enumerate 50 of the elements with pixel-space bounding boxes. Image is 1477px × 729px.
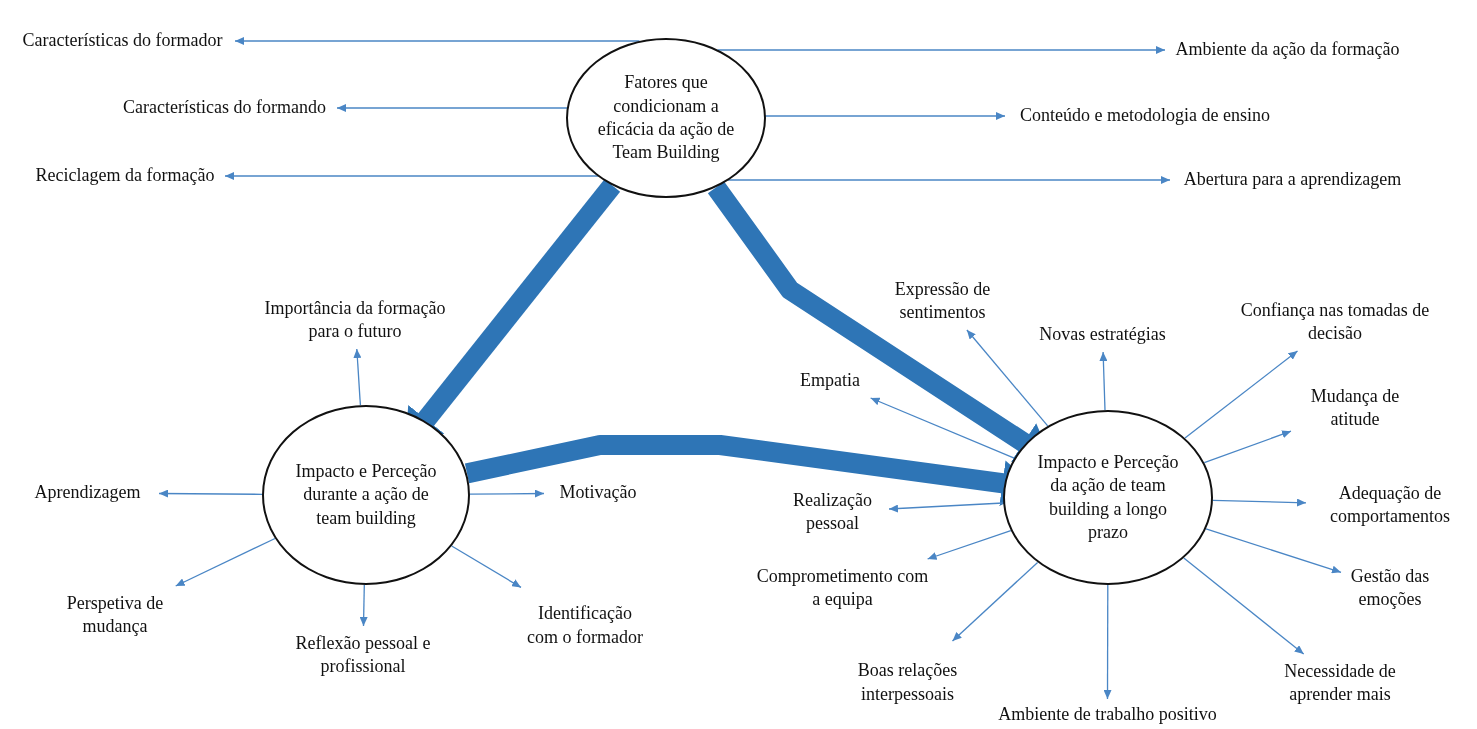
arrow <box>1212 498 1307 507</box>
arrow <box>763 112 1006 120</box>
factor-label: Empatia <box>790 368 870 394</box>
factor-label: Importância da formação para o futuro <box>255 295 455 345</box>
factor-label: Reflexão pessoal e profissional <box>288 630 438 680</box>
arrow <box>1103 584 1112 700</box>
arrow <box>951 561 1039 642</box>
arrow <box>1205 528 1342 574</box>
arrow <box>224 172 600 180</box>
factor-label: Conteúdo e metodologia de ensino <box>1005 103 1285 129</box>
factor-label: Comprometimento com a equipa <box>755 563 930 613</box>
node-text: Impacto e Perceção durante a ação de team building <box>294 459 438 530</box>
arrow <box>1099 351 1108 411</box>
arrow <box>926 529 1012 560</box>
factor-label: Realização pessoal <box>780 487 885 537</box>
factor-label: Ambiente da ação da formação <box>1165 37 1410 63</box>
arrow <box>716 46 1166 54</box>
arrow <box>888 502 1004 513</box>
factor-label: Expressão de sentimentos <box>880 276 1005 326</box>
factor-label: Novas estratégias <box>1025 322 1180 348</box>
arrow <box>158 489 263 498</box>
arrow <box>175 537 276 587</box>
factor-label: Perspetiva de mudança <box>50 590 180 640</box>
factor-label: Mudança de atitude <box>1295 383 1415 433</box>
factor-label: Gestão das emoções <box>1345 563 1435 613</box>
arrow <box>869 397 1015 459</box>
arrow <box>727 176 1171 184</box>
arrow <box>234 37 641 45</box>
node-text: Fatores que condicionam a eficácia da ação de Team Building <box>596 71 736 165</box>
factor-label: Motivação <box>548 480 648 506</box>
factor-label: Adequação de comportamentos <box>1310 480 1470 530</box>
factor-label: Abertura para a aprendizagem <box>1170 167 1415 193</box>
arrow <box>1184 350 1299 439</box>
factor-label: Ambiente de trabalho positivo <box>970 703 1245 727</box>
factor-label: Reciclagem da formação <box>25 163 225 189</box>
factor-label: Características do formador <box>10 28 235 54</box>
arrow <box>359 584 368 627</box>
factor-label: Identificação com o formador <box>525 588 645 663</box>
arrow <box>451 545 522 589</box>
factor-label: Necessidade de aprender mais <box>1265 658 1415 708</box>
factor-label: Boas relações interpessoais <box>850 645 965 720</box>
arrow <box>353 348 362 406</box>
factor-label: Aprendizagem <box>20 480 155 506</box>
arrow <box>1183 557 1305 655</box>
factor-label: Confiança nas tomadas de decisão <box>1215 297 1455 347</box>
arrow <box>1203 430 1292 464</box>
node-text: Impacto e Perceção da ação de team building a longo prazo <box>1036 450 1180 544</box>
arrow <box>966 329 1049 427</box>
factor-label: Características do formando <box>112 95 337 121</box>
arrow <box>469 489 545 498</box>
